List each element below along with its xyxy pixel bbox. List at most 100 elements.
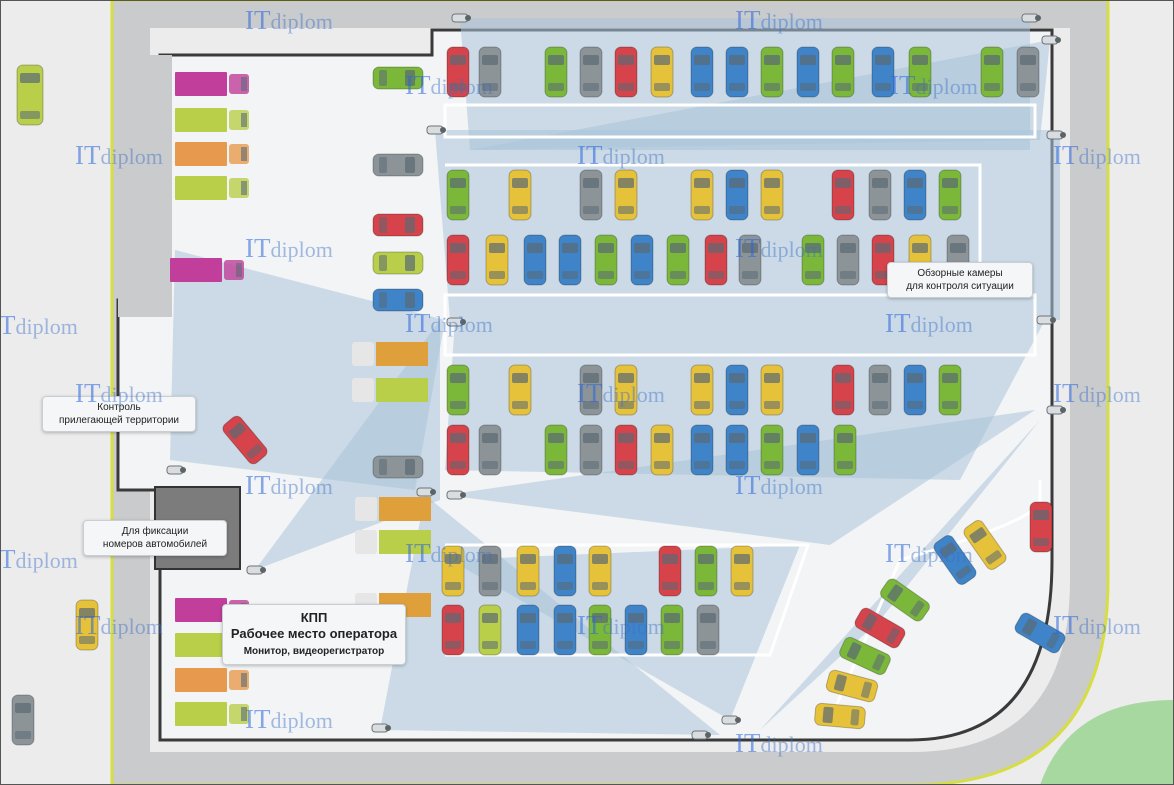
car-icon (516, 604, 540, 656)
car-icon (690, 424, 714, 476)
car-icon (796, 424, 820, 476)
car-icon (694, 545, 718, 597)
car-icon (588, 604, 612, 656)
car-icon (372, 288, 424, 312)
car-icon (446, 234, 470, 286)
car-icon (614, 364, 638, 416)
car-icon (614, 46, 638, 98)
perimeter-control-label: Контроль прилегающей территории (42, 396, 196, 432)
car-icon (478, 545, 502, 597)
car-icon (1029, 501, 1053, 553)
car-icon (738, 234, 762, 286)
surround-cameras-label: Обзорные камеры для контроля ситуации (887, 262, 1033, 298)
label-line: Для фиксации (121, 526, 189, 537)
security-camera-icon (426, 125, 446, 135)
car-icon (372, 251, 424, 275)
truck-icon (175, 108, 249, 132)
car-icon (760, 424, 784, 476)
car-icon (446, 424, 470, 476)
security-camera-icon (166, 465, 186, 475)
car-icon (579, 424, 603, 476)
car-icon (372, 153, 424, 177)
security-camera-icon (1036, 315, 1056, 325)
camera-field-of-view (760, 420, 1040, 730)
checkpoint-subtitle: Рабочее место оператора (230, 626, 398, 641)
car-icon (871, 46, 895, 98)
car-icon (478, 46, 502, 98)
truck-icon (175, 668, 249, 692)
security-camera-icon (721, 715, 741, 725)
car-icon (903, 364, 927, 416)
plate-capture-label: Для фиксации номеров автомобилей (83, 520, 227, 556)
car-icon (831, 169, 855, 221)
car-icon (825, 669, 879, 703)
car-icon (938, 364, 962, 416)
car-icon (690, 46, 714, 98)
checkpoint-label: КПП Рабочее место оператора Монитор, вид… (222, 604, 406, 665)
security-camera-icon (451, 13, 471, 23)
security-camera-icon (416, 487, 436, 497)
security-camera-icon (1041, 35, 1061, 45)
camera-field-of-view (445, 410, 1035, 545)
car-icon (690, 169, 714, 221)
car-icon (760, 46, 784, 98)
car-icon (908, 46, 932, 98)
car-icon (594, 234, 618, 286)
car-icon (903, 169, 927, 221)
car-icon (446, 46, 470, 98)
truck-icon (175, 176, 249, 200)
truck-icon (352, 342, 428, 366)
security-camera-icon (1046, 130, 1066, 140)
security-camera-icon (446, 490, 466, 500)
car-icon (222, 415, 268, 465)
car-icon (836, 234, 860, 286)
car-icon (801, 234, 825, 286)
security-camera-icon (1046, 405, 1066, 415)
car-icon (650, 46, 674, 98)
car-icon (938, 169, 962, 221)
car-icon (516, 545, 540, 597)
car-icon (730, 545, 754, 597)
truck-icon (175, 702, 249, 726)
car-icon (854, 607, 906, 649)
car-icon (868, 169, 892, 221)
car-icon (11, 694, 35, 746)
car-icon (372, 66, 424, 90)
car-icon (660, 604, 684, 656)
car-icon (980, 46, 1004, 98)
security-camera-icon (246, 565, 266, 575)
car-icon (658, 545, 682, 597)
car-icon (553, 604, 577, 656)
car-icon (544, 424, 568, 476)
car-icon (478, 424, 502, 476)
car-icon (508, 364, 532, 416)
car-icon (725, 169, 749, 221)
car-icon (588, 545, 612, 597)
car-icon (796, 46, 820, 98)
security-camera-icon (1021, 13, 1041, 23)
car-icon (372, 213, 424, 237)
car-icon (725, 424, 749, 476)
label-line: прилегающей территории (59, 415, 179, 426)
car-icon (630, 234, 654, 286)
truck-icon (355, 497, 431, 521)
car-icon (696, 604, 720, 656)
security-camera-icon (446, 317, 466, 327)
car-icon (558, 234, 582, 286)
car-icon (523, 234, 547, 286)
car-icon (666, 234, 690, 286)
truck-icon (352, 378, 428, 402)
car-icon (839, 636, 891, 676)
label-line: номеров автомобилей (102, 539, 208, 550)
car-icon (478, 604, 502, 656)
car-icon (831, 364, 855, 416)
car-icon (75, 599, 99, 651)
car-icon (441, 545, 465, 597)
car-icon (880, 578, 930, 622)
checkpoint-title: КПП (300, 610, 328, 625)
car-icon (760, 364, 784, 416)
checkpoint-equipment: Монитор, видеорегистратор (243, 646, 385, 657)
car-icon (690, 364, 714, 416)
car-icon (441, 604, 465, 656)
